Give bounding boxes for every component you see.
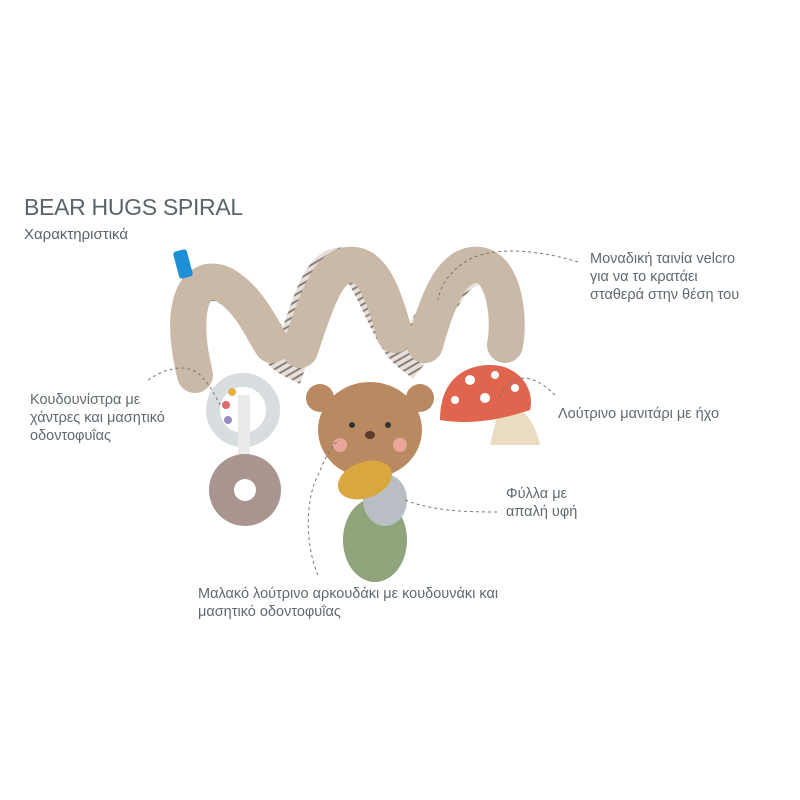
callout-leaves: Φύλλα με απαλή υφή: [506, 486, 578, 520]
mushroom-plush: [440, 365, 540, 445]
callout-bear: Μαλακό λούτρινο αρκουδάκι με κουδουνάκι …: [198, 586, 499, 620]
features-subtitle: Χαρακτηριστικά: [24, 226, 129, 243]
brand-tag: [173, 249, 193, 279]
callout-rattle: Κουδουνίστρα με χάντρες και μασητικό οδο…: [30, 392, 165, 444]
spiral-body: [170, 246, 525, 393]
bear-plush: [306, 382, 434, 478]
leaves: [337, 460, 407, 582]
callout-lines: [147, 250, 579, 576]
callout-velcro: Μοναδική ταινία velcro για να το κρατάει…: [590, 251, 740, 303]
callout-mushroom: Λούτρινο μανιτάρι με ήχο: [558, 406, 720, 422]
product-title: BEAR HUGS SPIRAL: [24, 194, 243, 220]
